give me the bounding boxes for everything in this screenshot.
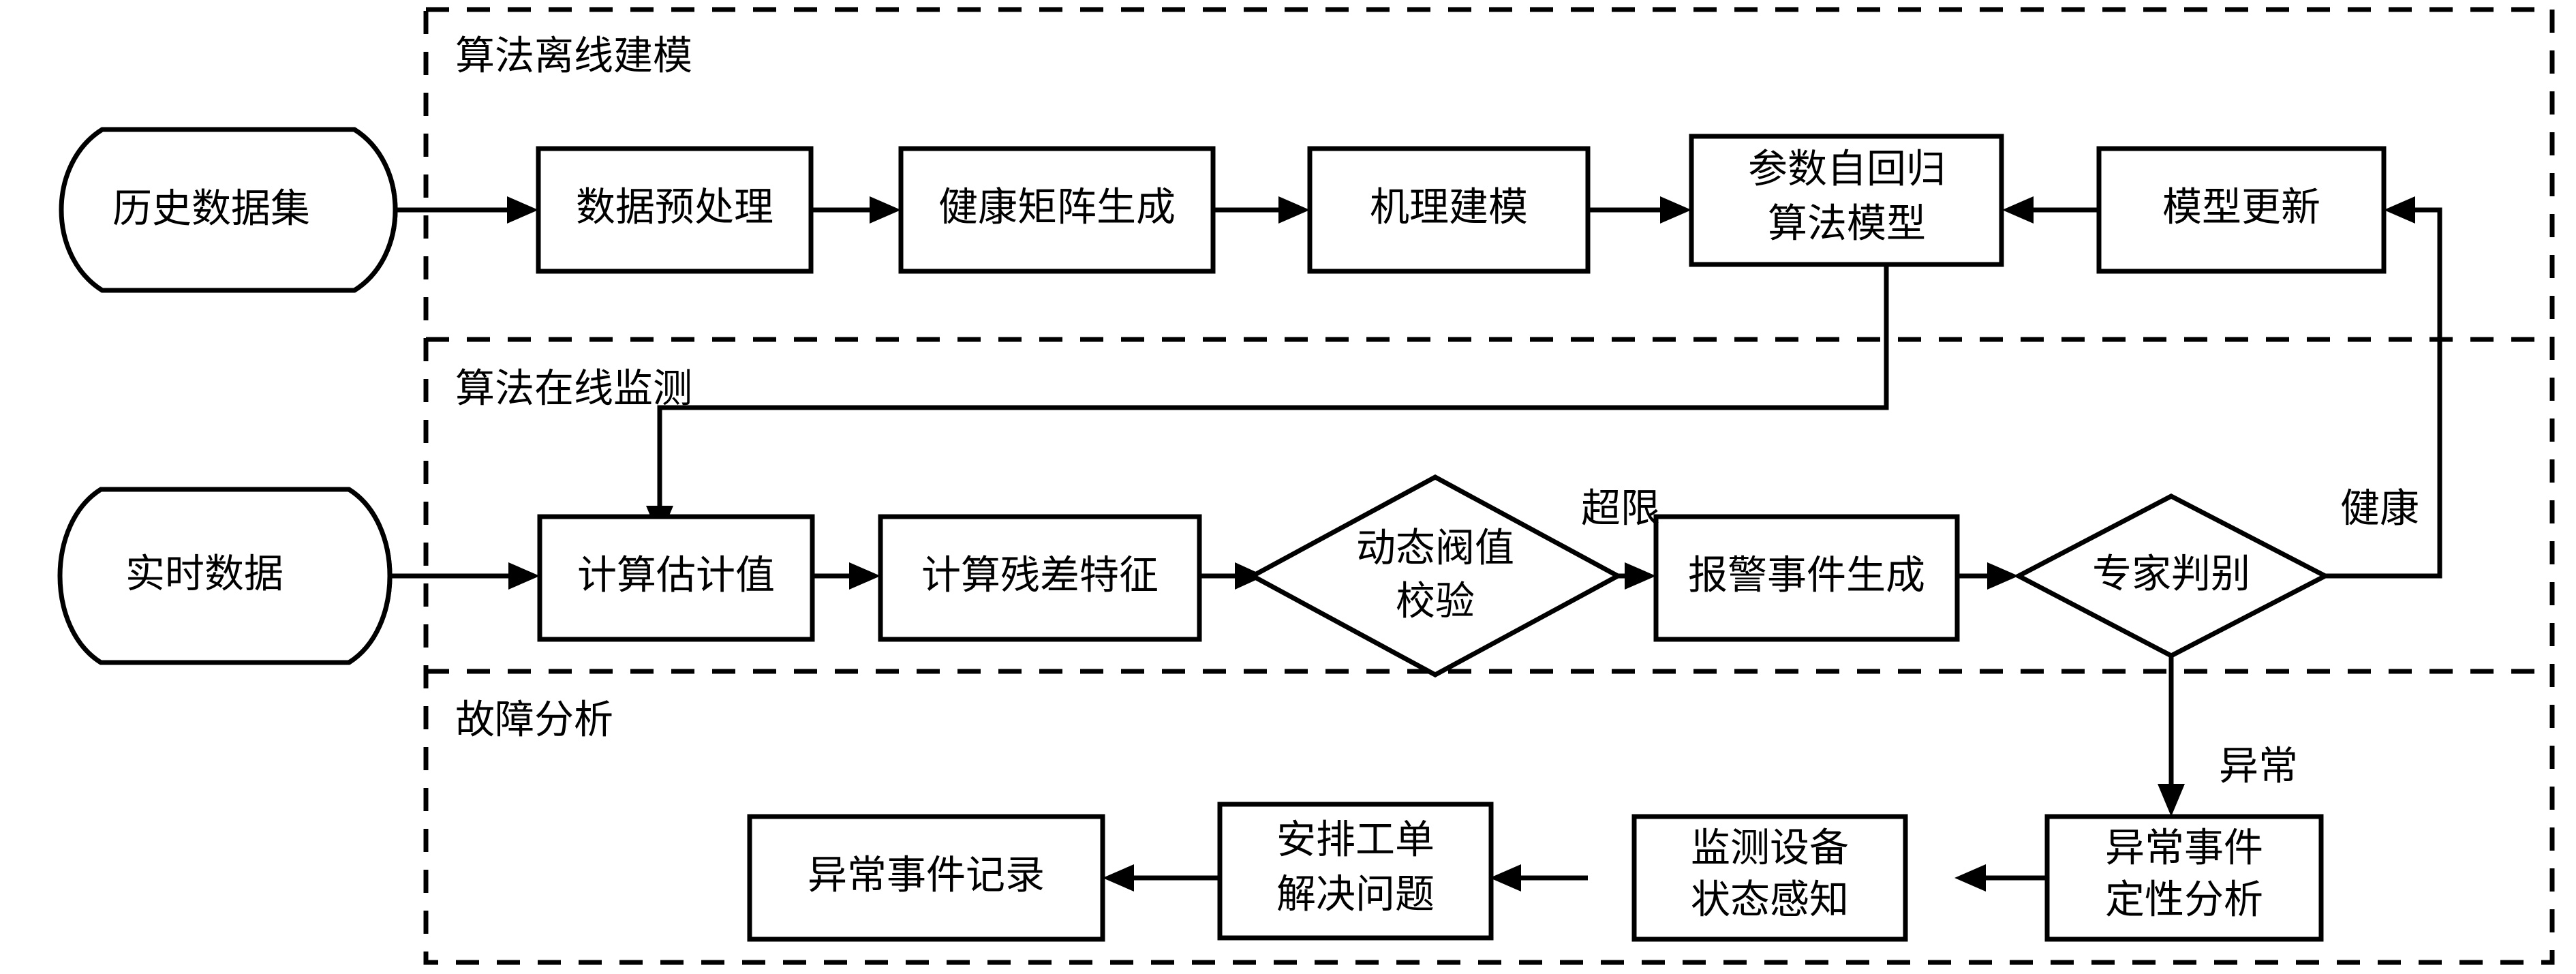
arrowhead-alarm-to-expert [1987,562,2019,590]
panel-title-fault: 故障分析 [455,697,613,742]
node-residual[interactable]: 计算残差特征 [878,514,1202,642]
arrowhead-healthy-feedback [2384,196,2415,224]
edge-label-healthy: 健康 [2340,486,2419,530]
threshold-diamond [1247,474,1623,678]
node-mechanism[interactable]: 机理建模 [1307,146,1591,274]
arrowhead-qualitative-to-device [1954,864,1986,892]
edge-healthy-feedback [2325,207,2442,579]
node-label-ar-model-line2: 算法模型 [1768,201,1926,245]
work-order-rect [1217,802,1494,941]
arrowhead-hist-to-preprocess [507,196,538,224]
arrowhead-estimate-to-residual [849,562,880,590]
estimate-rect [537,514,815,642]
node-estimate[interactable]: 计算估计值 [537,514,815,642]
device-status-rect [1631,814,1908,942]
node-preprocess[interactable]: 数据预处理 [536,146,814,274]
edge-armodel-to-estimate [657,264,1889,518]
node-label-threshold-line1: 动态阀值 [1356,526,1514,570]
arrowhead-preprocess-to-health [870,196,901,224]
node-rt-data[interactable]: 实时数据 [57,487,393,665]
node-hist-data[interactable]: 历史数据集 [59,127,398,293]
node-label-event-record: 异常事件记录 [808,853,1045,897]
node-device-status[interactable]: 监测设备 状态感知 [1631,814,1908,942]
node-label-qualitative-line2: 定性分析 [2105,877,2263,922]
expert-diamond [2013,493,2331,658]
residual-rect [878,514,1202,642]
qualitative-rect [2044,814,2324,942]
panel-title-online: 算法在线监测 [455,366,692,410]
node-alarm[interactable]: 报警事件生成 [1653,514,1960,642]
node-label-health-matrix: 健康矩阵生成 [938,185,1176,229]
ar-model-rect [1689,134,2004,267]
panel-outer-frame [423,7,2555,965]
mechanism-rect [1307,146,1591,274]
event-record-rect [747,814,1105,942]
node-label-device-status-line1: 监测设备 [1691,825,1849,870]
node-ar-model[interactable]: 参数自回归 算法模型 [1689,134,2004,267]
arrowhead-modelupdate-to-armodel [2002,196,2034,224]
node-label-alarm: 报警事件生成 [1688,553,1925,597]
hist-data-cylinder-cap [353,127,398,292]
node-event-record[interactable]: 异常事件记录 [747,814,1105,942]
node-label-rt-data: 实时数据 [125,551,283,596]
node-label-qualitative-line1: 异常事件 [2105,825,2263,870]
node-label-work-order-line1: 安排工单 [1276,817,1435,862]
node-label-work-order-line2: 解决问题 [1276,872,1435,916]
alarm-rect [1653,514,1960,642]
arrowhead-mechanism-to-armodel [1660,196,1691,224]
node-label-model-update: 模型更新 [2162,185,2320,229]
node-label-preprocess: 数据预处理 [576,185,773,229]
preprocess-rect [536,146,814,274]
node-label-device-status-line2: 状态感知 [1691,877,1849,922]
node-health-matrix[interactable]: 健康矩阵生成 [898,146,1216,274]
model-update-rect [2096,146,2387,274]
panel-title-offline: 算法离线建模 [455,33,692,78]
health-matrix-rect [898,146,1216,274]
node-label-expert: 专家判别 [2092,551,2250,596]
node-threshold[interactable]: 动态阀值 校验 [1247,474,1623,678]
node-label-mechanism: 机理建模 [1370,185,1528,229]
rt-data-cylinder-cap [348,487,393,665]
arrowhead-device-to-workorder [1490,864,1521,892]
node-work-order[interactable]: 安排工单 解决问题 [1217,802,1494,941]
arrowhead-threshold-to-alarm [1625,562,1656,590]
node-expert[interactable]: 专家判别 [2013,493,2331,658]
edge-label-abnormal: 异常 [2219,744,2298,788]
node-label-hist-data: 历史数据集 [112,186,310,230]
node-label-residual: 计算残差特征 [921,553,1159,597]
node-label-threshold-line2: 校验 [1396,579,1475,623]
arrowhead-abnormal-to-qualitative [2158,784,2185,817]
arrowhead-health-to-mechanism [1278,196,1310,224]
arrowhead-workorder-to-record [1103,864,1134,892]
node-model-update[interactable]: 模型更新 [2096,146,2387,274]
arrowhead-rtdata-to-estimate [508,562,540,590]
node-label-ar-model-line1: 参数自回归 [1748,147,1946,191]
node-qualitative[interactable]: 异常事件 定性分析 [2044,814,2324,942]
node-label-estimate: 计算估计值 [577,553,775,597]
edge-label-over-limit: 超限 [1581,486,1660,530]
